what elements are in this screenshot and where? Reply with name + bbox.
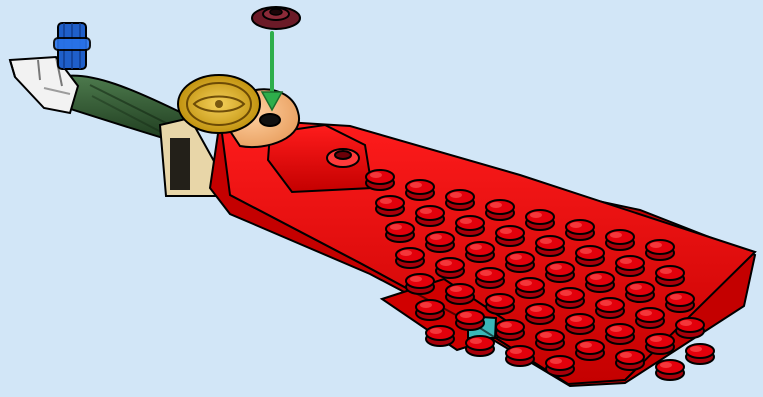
stud	[506, 346, 534, 366]
stud	[426, 326, 454, 346]
stud	[496, 320, 524, 340]
stud	[466, 242, 494, 262]
stud	[506, 252, 534, 272]
stud	[486, 200, 514, 220]
stud	[576, 246, 604, 266]
stud	[456, 310, 484, 330]
stud	[646, 240, 674, 260]
dark-red-round-plate	[252, 7, 300, 29]
stud	[566, 314, 594, 334]
stud	[526, 210, 554, 230]
stud	[676, 318, 704, 338]
stud	[446, 190, 474, 210]
stud	[406, 274, 434, 294]
stud	[606, 324, 634, 344]
blue-axle-connector	[54, 23, 90, 69]
stud	[496, 226, 524, 246]
stud	[596, 298, 624, 318]
stud	[446, 284, 474, 304]
stud	[526, 304, 554, 324]
stud	[576, 340, 604, 360]
stud	[366, 170, 394, 190]
stud	[606, 230, 634, 250]
stud	[516, 278, 544, 298]
stud	[416, 300, 444, 320]
stud	[396, 248, 424, 268]
stud	[386, 222, 414, 242]
stud	[636, 308, 664, 328]
stud	[466, 336, 494, 356]
stud	[616, 350, 644, 370]
stud	[646, 334, 674, 354]
stud	[656, 360, 684, 380]
gold-medallion-tile	[178, 75, 260, 133]
stud	[376, 196, 404, 216]
stud	[426, 232, 454, 252]
stud	[546, 356, 574, 376]
stud	[456, 216, 484, 236]
stud	[566, 220, 594, 240]
stud	[536, 236, 564, 256]
stud	[656, 266, 684, 286]
stud	[416, 206, 444, 226]
stud	[556, 288, 584, 308]
stud	[486, 294, 514, 314]
stud	[436, 258, 464, 278]
stud	[586, 272, 614, 292]
stud	[626, 282, 654, 302]
stud	[686, 344, 714, 364]
stud	[666, 292, 694, 312]
stud	[476, 268, 504, 288]
stud	[546, 262, 574, 282]
stud	[536, 330, 564, 350]
stud	[406, 180, 434, 200]
stud	[616, 256, 644, 276]
green-down-arrow	[262, 33, 282, 110]
